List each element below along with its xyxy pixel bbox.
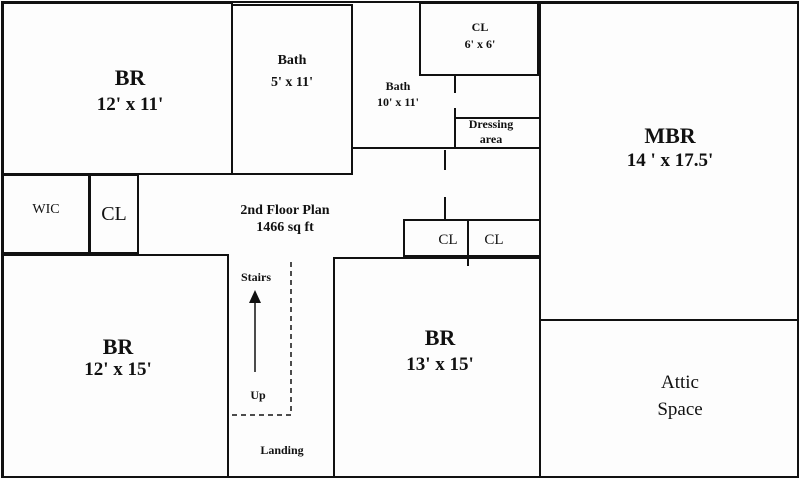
br-bottom-left-walls [2, 254, 229, 478]
bath-large-name: Bath [385, 79, 411, 93]
closet-top-size: 6' x 6' [464, 37, 496, 51]
dressing-label-line1: Dressing [468, 117, 514, 131]
closet-left-walls [89, 174, 139, 254]
br-bottom-mid-size: 13' x 15' [406, 354, 474, 375]
stairs-direction-label: Up [250, 388, 266, 402]
closet-mid-2-name: CL [484, 232, 504, 248]
closet-left-name: CL [101, 203, 127, 225]
dressing-label-line2: area [479, 132, 503, 146]
stairs-outline [230, 262, 292, 416]
landing-label: Landing [260, 443, 304, 457]
plan-area: 1466 sq ft [256, 220, 314, 235]
br-top-left-size: 12' x 11' [96, 94, 164, 115]
br-bottom-mid-walls [333, 257, 541, 478]
mbr-name: MBR [644, 123, 696, 148]
bath-small-name: Bath [277, 53, 307, 68]
plan-title: 2nd Floor Plan [240, 203, 330, 218]
br-bottom-left-name: BR [102, 334, 134, 359]
stairs-label: Stairs [241, 270, 271, 284]
closet-mid-1-name: CL [438, 232, 458, 248]
closet-top-walls [419, 2, 539, 76]
closets-mid-walls [403, 219, 541, 257]
stairs-arrow-head [249, 290, 261, 303]
br-top-left-name: BR [114, 65, 146, 90]
bath-small-size: 5' x 11' [270, 75, 313, 90]
br-bottom-left-size: 12' x 15' [84, 359, 152, 380]
closet-top-name: CL [471, 20, 489, 34]
wic-name: WIC [32, 202, 60, 217]
attic-label-line2: Space [657, 399, 703, 420]
mbr-size: 14 ' x 17.5' [626, 150, 714, 171]
bath-small-walls [231, 4, 353, 175]
attic-label-line1: Attic [661, 372, 699, 393]
br-bottom-mid-name: BR [424, 325, 456, 350]
bath-large-size: 10' x 11' [376, 95, 419, 109]
